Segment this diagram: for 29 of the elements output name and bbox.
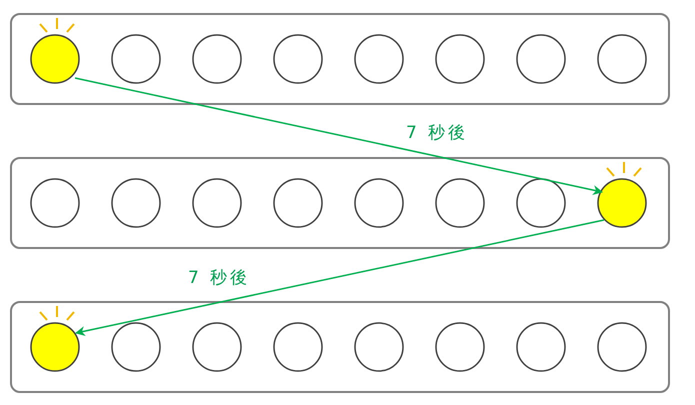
lamp (435, 322, 485, 372)
lamp (435, 34, 485, 84)
lit-lamp (30, 34, 80, 84)
lamp (273, 322, 323, 372)
lamp (354, 322, 404, 372)
lamp-row-panel (10, 157, 670, 249)
lamp (192, 178, 242, 228)
lamp (192, 322, 242, 372)
lamp-row-panel (10, 13, 670, 105)
lamp (273, 178, 323, 228)
arrow (75, 219, 604, 336)
lamp (111, 34, 161, 84)
lamp (516, 178, 566, 228)
lit-lamp (597, 178, 647, 228)
lamp (111, 178, 161, 228)
lamp (273, 34, 323, 84)
lamp (435, 178, 485, 228)
lamp (30, 178, 80, 228)
lamp (597, 34, 647, 84)
lamp (354, 178, 404, 228)
lamp (597, 322, 647, 372)
lamp (516, 322, 566, 372)
lit-lamp (30, 322, 80, 372)
lamp (111, 322, 161, 372)
lamp (192, 34, 242, 84)
lamp (354, 34, 404, 84)
arrow (74, 77, 603, 195)
lamp-row-panel (10, 301, 670, 393)
lamp (516, 34, 566, 84)
